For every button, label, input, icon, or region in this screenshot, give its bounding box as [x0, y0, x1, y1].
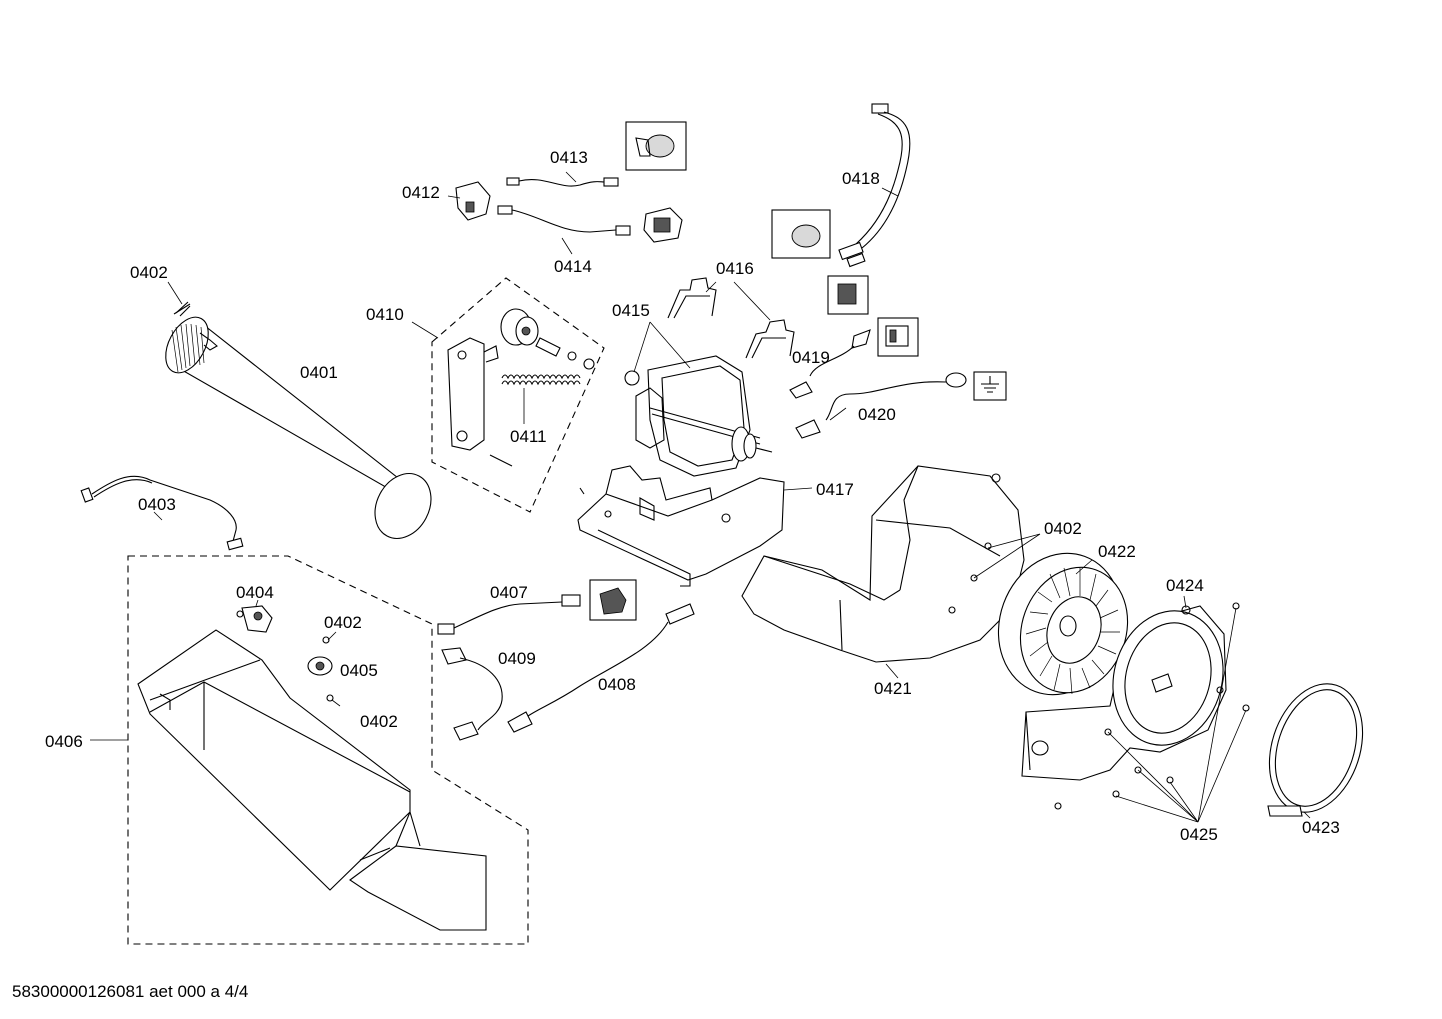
label-0422: 0422: [1098, 542, 1136, 561]
document-id-footer: 58300000126081 aet 000 a 4/4: [12, 982, 249, 1001]
wire-harness-0407: [437, 594, 581, 635]
label-0404: 0404: [236, 583, 274, 602]
label-0423: 0423: [1302, 818, 1340, 837]
relay-detail-icon-3: [877, 317, 919, 357]
wire-harness-0419: [789, 329, 871, 399]
thermostat-part-0404: [241, 605, 273, 633]
seal-ring-part: [1267, 683, 1364, 817]
label-0405: 0405: [340, 661, 378, 680]
relay-detail-icon-4: [589, 579, 637, 621]
label-0408: 0408: [598, 675, 636, 694]
group-outline-0410: [431, 277, 605, 513]
label-0401: 0401: [300, 363, 338, 382]
connector-detail-icon: [625, 121, 687, 171]
motor-bracket-part: [577, 465, 785, 587]
label-0425: 0425: [1180, 825, 1218, 844]
label-0402-housing-top: 0402: [324, 613, 362, 632]
screw-part: [173, 303, 334, 702]
wire-harness-0414: [497, 205, 631, 236]
motor-part: [624, 355, 773, 477]
blower-cover-part: [1021, 605, 1227, 781]
blower-housing-part: [741, 465, 1025, 663]
wire-harness-0408: [507, 603, 695, 733]
connector-detail-icon-2: [771, 209, 831, 259]
ground-symbol-icon: [973, 371, 1007, 401]
sensor-harness-part: [80, 475, 244, 551]
label-0402-housing-bottom: 0402: [360, 712, 398, 731]
wire-harness-0420: [795, 372, 967, 439]
part-labels: 0401 0402 0403 0410 0411 0412 0413 0414 …: [45, 148, 1340, 844]
label-0421: 0421: [874, 679, 912, 698]
label-0402-blower: 0402: [1044, 519, 1082, 538]
label-0411: 0411: [510, 427, 547, 446]
label-0416: 0416: [716, 259, 754, 278]
tension-spring-part: [501, 374, 581, 386]
idler-pulley-part: [500, 308, 595, 370]
label-0412: 0412: [402, 183, 440, 202]
label-0413: 0413: [550, 148, 588, 167]
motor-clip-part: [667, 277, 795, 359]
label-0420: 0420: [858, 405, 896, 424]
group-outline-0406: [127, 555, 529, 945]
relay-detail-icon: [643, 207, 683, 243]
thermostat-part-0405: [307, 656, 333, 676]
leader-lines: [90, 171, 1311, 823]
label-0414: 0414: [554, 257, 592, 276]
label-0415: 0415: [612, 301, 650, 320]
fan-impeller-part: [997, 552, 1129, 696]
relay-detail-icon-2: [827, 275, 869, 315]
label-0407: 0407: [490, 583, 528, 602]
label-0403: 0403: [138, 495, 176, 514]
label-0402-drum: 0402: [130, 263, 168, 282]
label-0406: 0406: [45, 732, 83, 751]
wire-harness-0409: [441, 647, 503, 741]
label-0410: 0410: [366, 305, 404, 324]
heater-housing-part: [137, 610, 487, 931]
label-0418: 0418: [842, 169, 880, 188]
drum-cylinder-part: [165, 301, 432, 539]
wire-harness-0413: [506, 177, 619, 187]
label-0417: 0417: [816, 480, 854, 499]
wire-harness-0418: [838, 103, 911, 268]
label-0419: 0419: [792, 348, 830, 367]
label-0424: 0424: [1166, 576, 1204, 595]
idler-bracket-part: [447, 337, 513, 467]
label-0409: 0409: [498, 649, 536, 668]
switch-part: [455, 181, 491, 221]
